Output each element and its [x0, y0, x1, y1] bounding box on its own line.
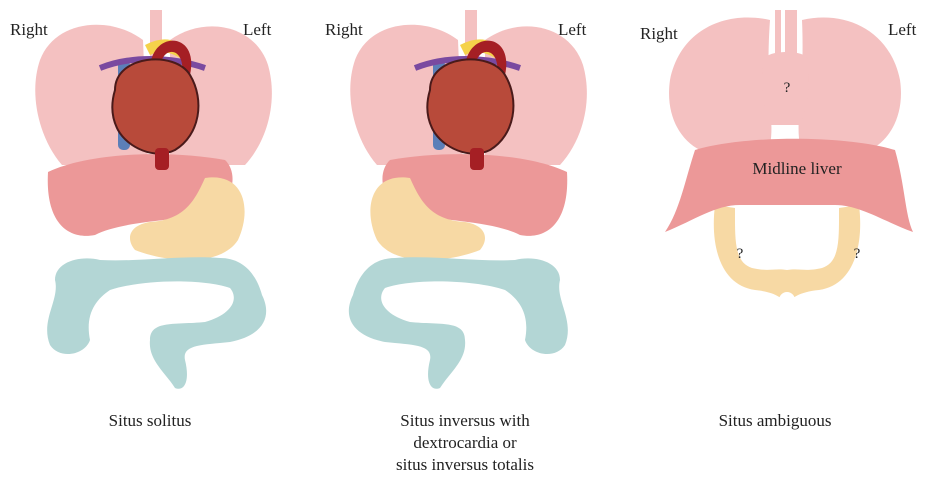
left-lung	[799, 18, 901, 151]
colon	[47, 257, 266, 389]
descending-aorta	[155, 148, 169, 170]
panel-situs-solitus: Right Left Situs solitus	[0, 0, 300, 481]
caption-line: Situs ambiguous	[625, 410, 925, 432]
caption: Situs inversus with dextrocardia or situ…	[315, 410, 615, 476]
caption-line-3: situs inversus totalis	[315, 454, 615, 476]
caption-line-1: Situs inversus with	[315, 410, 615, 432]
caption: Situs solitus	[0, 410, 300, 432]
right-lung	[669, 18, 771, 151]
left-question-mark: ?	[854, 246, 861, 262]
caption: Situs ambiguous	[625, 410, 925, 432]
panel-situs-inversus: Right Left Situs inversus with dextrocar…	[315, 0, 615, 481]
anatomy-illustration	[315, 0, 615, 400]
trachea	[775, 10, 797, 55]
right-question-mark: ?	[737, 246, 744, 262]
caption-line: Situs solitus	[0, 410, 300, 432]
heart	[112, 59, 198, 153]
heart-question-mark: ?	[784, 80, 791, 96]
anatomy-illustration	[0, 0, 300, 400]
anatomy-illustration: ? ? ? Midline liver	[625, 0, 925, 400]
heart	[427, 59, 513, 153]
descending-aorta	[470, 148, 484, 170]
colon	[349, 257, 568, 389]
midline-liver	[665, 139, 913, 232]
caption-line-2: dextrocardia or	[315, 432, 615, 454]
midline-liver-label: Midline liver	[752, 159, 842, 178]
panel-situs-ambiguous: Right Left ? ? ? Midline liver Situs amb…	[625, 0, 925, 481]
